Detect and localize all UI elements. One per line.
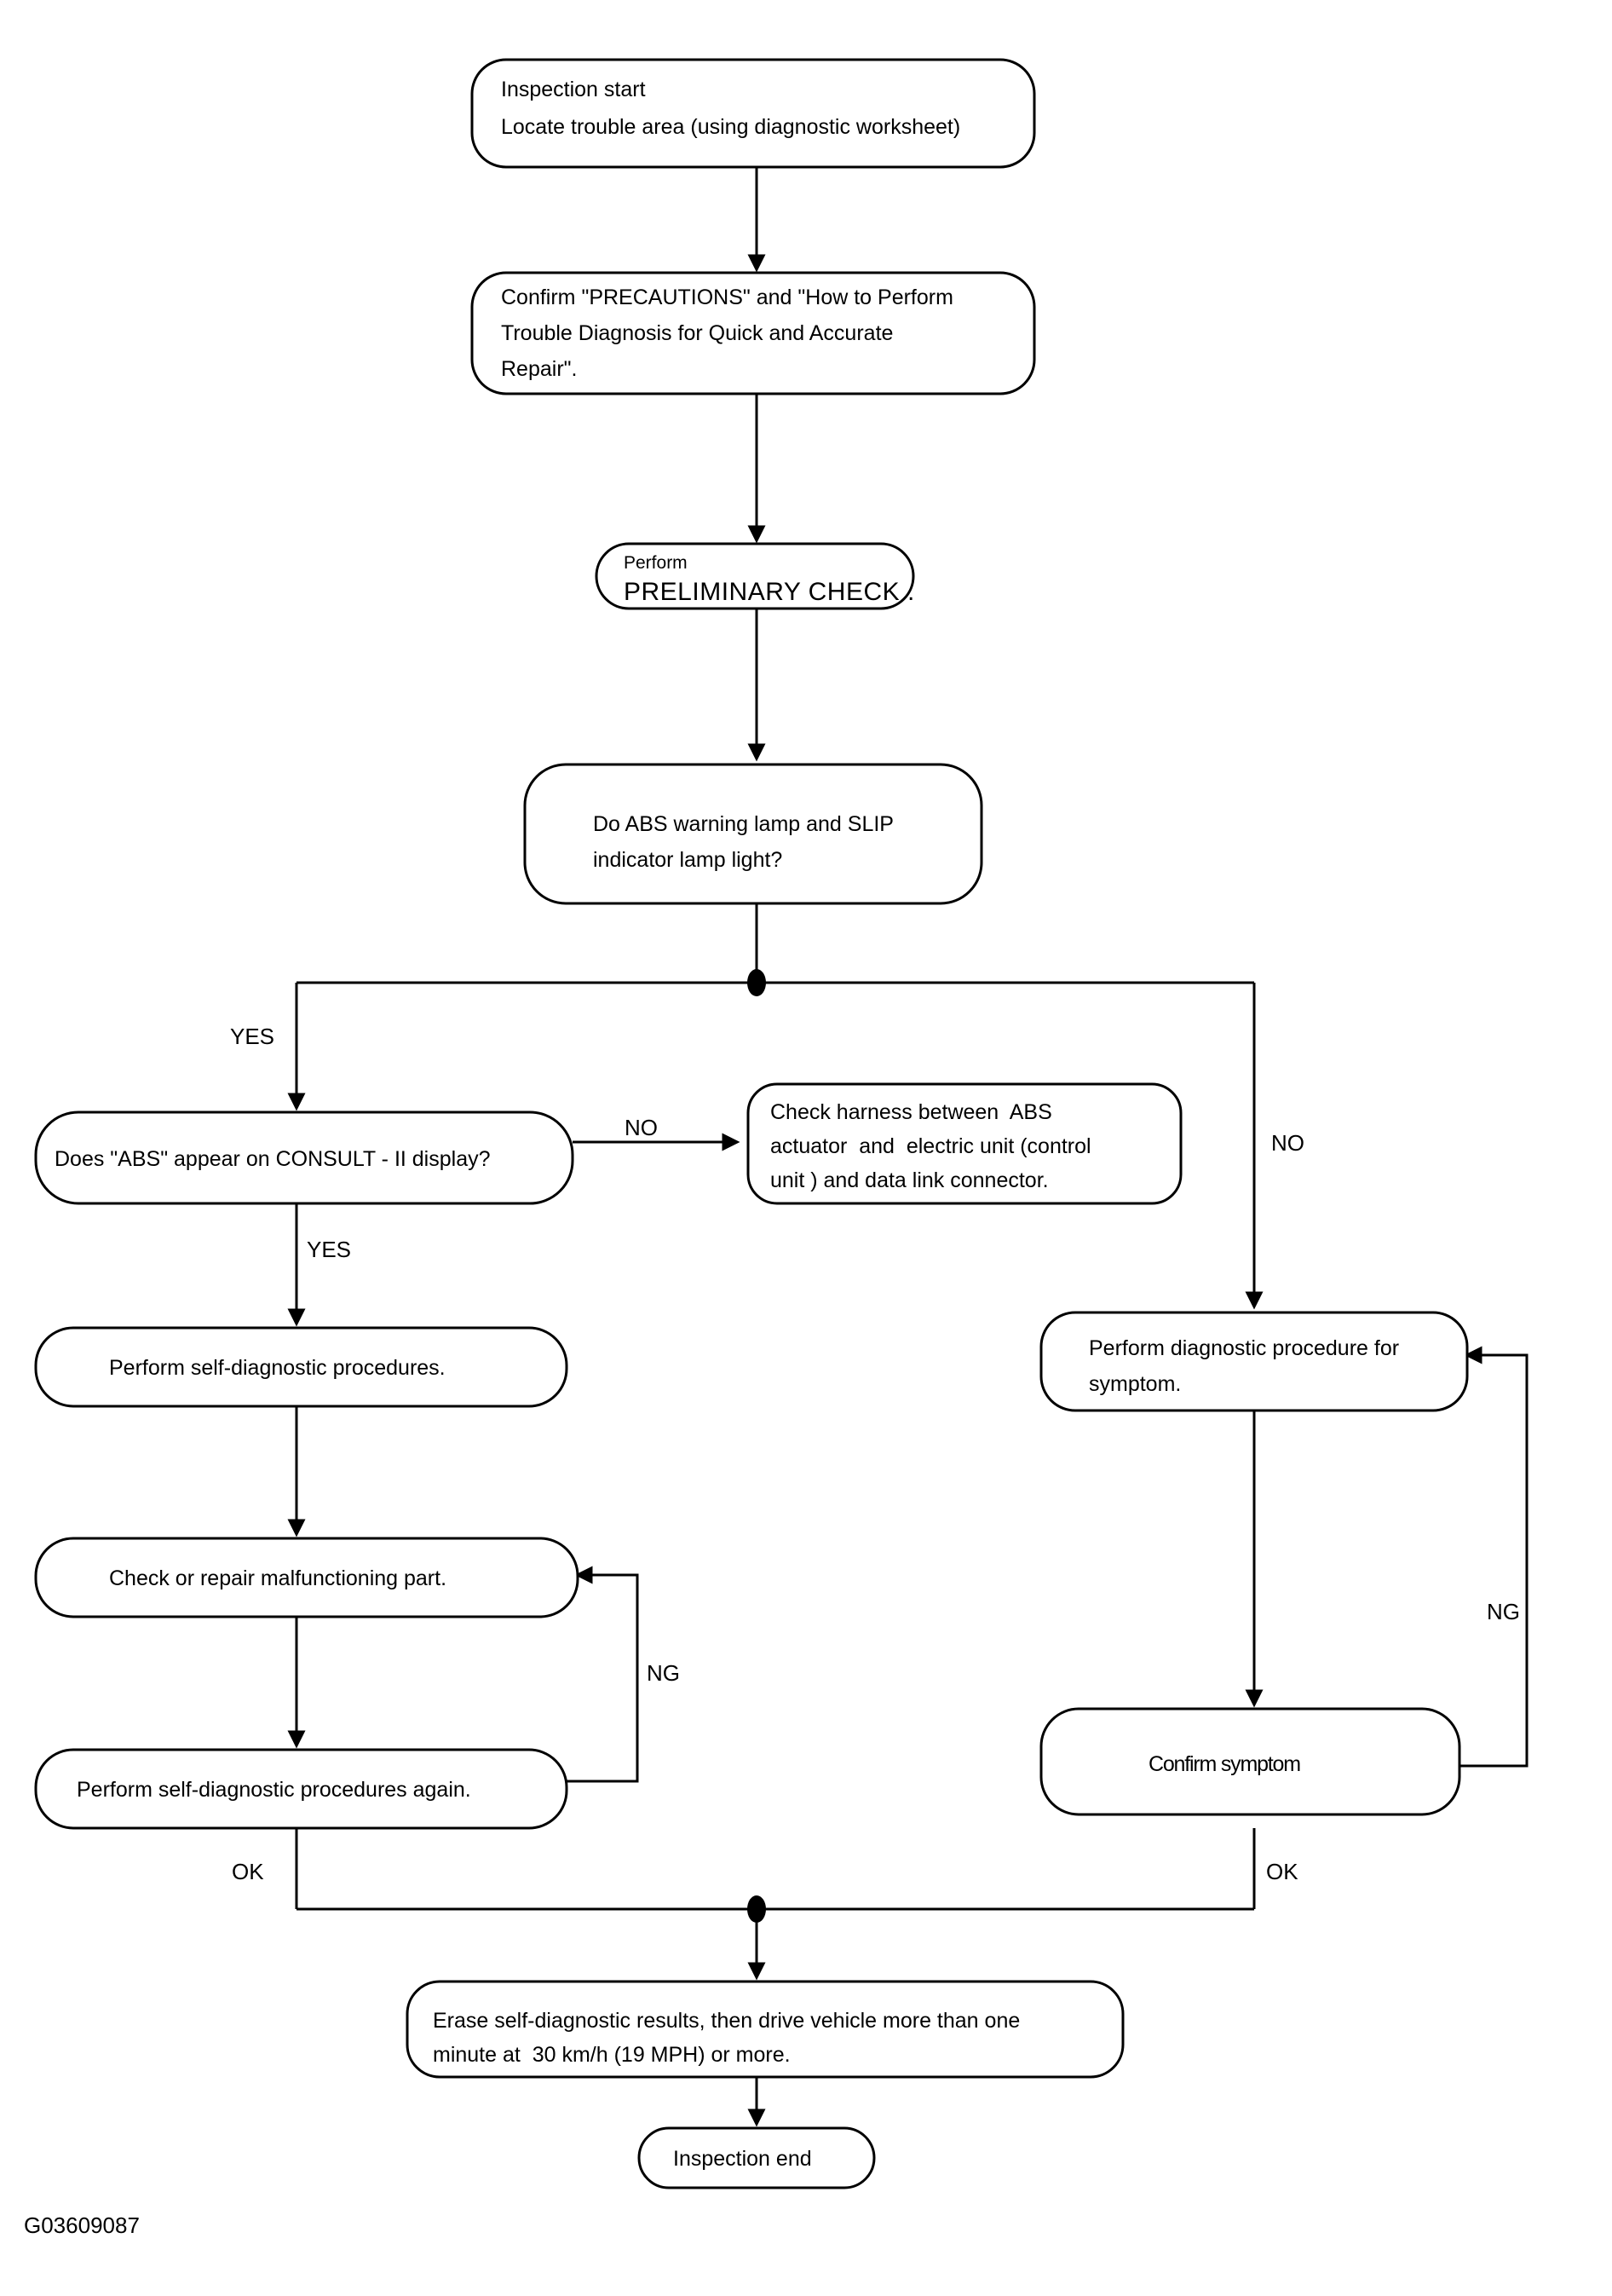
node-lamp-question[interactable]: Do ABS warning lamp and SLIP indicator l…	[523, 763, 983, 905]
node-inspection-end-line1: Inspection end	[673, 2147, 812, 2171]
edge-label-yes-to-self-diag: YES	[307, 1237, 351, 1262]
node-inspection-start-line1: Inspection start	[501, 78, 646, 101]
node-confirm-symptom-line1: Confirm symptom	[1149, 1752, 1300, 1776]
node-erase-results-line2: minute at 30 km/h (19 MPH) or more.	[433, 2043, 791, 2067]
edge-label-no-right-branch: NO	[1271, 1130, 1304, 1156]
node-preliminary-check-line1: Perform	[624, 553, 688, 573]
node-inspection-start-line2: Locate trouble area (using diagnostic wo…	[501, 115, 960, 139]
edge-label-ng-right-loop: NG	[1487, 1599, 1520, 1624]
node-confirm-precautions-line3: Repair".	[501, 357, 577, 381]
edge-label-ng-left-loop: NG	[647, 1660, 680, 1686]
edge-label-yes-left-branch: YES	[230, 1024, 274, 1049]
node-consult-question[interactable]: Does "ABS" appear on CONSULT - II displa…	[34, 1111, 574, 1205]
node-inspection-end[interactable]: Inspection end	[637, 2126, 876, 2189]
node-confirm-precautions-line1: Confirm "PRECAUTIONS" and "How to Perfor…	[501, 286, 953, 309]
node-erase-results-line1: Erase self-diagnostic results, then driv…	[433, 2009, 1020, 2033]
node-preliminary-check-line2: PRELIMINARY CHECK .	[624, 578, 915, 606]
edge-ng-loop-left	[567, 1566, 639, 1783]
edge-label-ok-left: OK	[232, 1859, 264, 1884]
edge-label-no-to-harness: NO	[625, 1115, 658, 1140]
node-preliminary-check[interactable]: Perform PRELIMINARY CHECK .	[595, 542, 915, 610]
node-repair-part[interactable]: Check or repair malfunctioning part.	[34, 1537, 579, 1618]
node-self-diagnostic-again-line1: Perform self-diagnostic procedures again…	[77, 1778, 471, 1802]
node-diagnostic-symptom[interactable]: Perform diagnostic procedure for symptom…	[1039, 1311, 1469, 1412]
node-self-diagnostic-again[interactable]: Perform self-diagnostic procedures again…	[34, 1748, 568, 1830]
node-lamp-question-line1: Do ABS warning lamp and SLIP	[593, 812, 894, 836]
node-check-harness-line2: actuator and electric unit (control	[770, 1134, 1091, 1158]
node-consult-question-line1: Does "ABS" appear on CONSULT - II displa…	[55, 1147, 491, 1171]
node-self-diagnostic[interactable]: Perform self-diagnostic procedures.	[34, 1326, 568, 1408]
node-erase-results[interactable]: Erase self-diagnostic results, then driv…	[406, 1980, 1125, 2079]
node-check-harness-line3: unit ) and data link connector.	[770, 1168, 1049, 1192]
branch-junction-dot	[747, 969, 766, 996]
node-diagnostic-symptom-line1: Perform diagnostic procedure for	[1089, 1336, 1399, 1360]
edge-ng-loop-right	[1459, 1346, 1529, 1768]
node-check-harness[interactable]: Check harness between ABS actuator and e…	[746, 1082, 1183, 1205]
node-confirm-precautions[interactable]: Confirm "PRECAUTIONS" and "How to Perfor…	[470, 271, 1036, 395]
edge-label-ok-right: OK	[1266, 1859, 1298, 1884]
node-lamp-question-line2: indicator lamp light?	[593, 848, 782, 872]
figure-caption: G03609087	[24, 2212, 140, 2238]
node-diagnostic-symptom-line2: symptom.	[1089, 1372, 1181, 1396]
node-self-diagnostic-line1: Perform self-diagnostic procedures.	[109, 1356, 446, 1380]
node-confirm-precautions-line2: Trouble Diagnosis for Quick and Accurate	[501, 321, 893, 345]
node-inspection-start[interactable]: Inspection start Locate trouble area (us…	[470, 58, 1036, 169]
node-confirm-symptom[interactable]: Confirm symptom	[1039, 1707, 1461, 1816]
node-repair-part-line1: Check or repair malfunctioning part.	[109, 1566, 446, 1590]
node-check-harness-line1: Check harness between ABS	[770, 1100, 1052, 1124]
